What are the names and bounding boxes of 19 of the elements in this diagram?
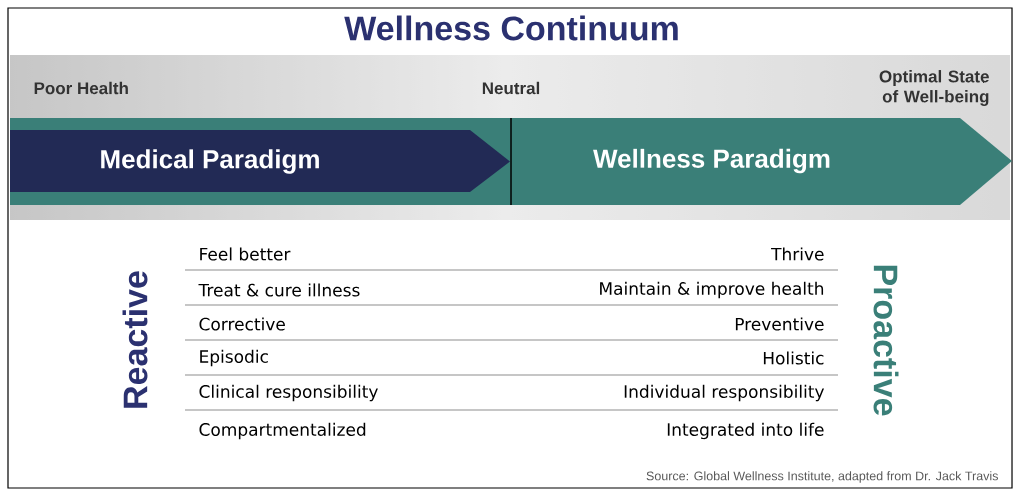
table-cell: Episodic bbox=[200, 349, 268, 367]
source-note: Source: Global Wellness Institute, adapted from Dr. Jack Travis bbox=[646, 471, 998, 483]
table-cell: Integrated into life bbox=[667, 422, 824, 440]
table-cell: Clinical responsibility bbox=[199, 384, 378, 402]
table-cell: Preventive bbox=[735, 317, 824, 331]
table-cell: Individual responsibility bbox=[624, 384, 824, 402]
scale-label: Neutral bbox=[482, 81, 540, 95]
side-label: Proactive bbox=[873, 265, 899, 416]
scale-label: Poor Health bbox=[34, 81, 128, 95]
table-cell: Holistic bbox=[763, 351, 824, 365]
table-cell: Corrective bbox=[199, 317, 285, 331]
table-cell: Treat & cure illness bbox=[198, 283, 360, 297]
diagram-title: Wellness Continuum bbox=[344, 15, 678, 41]
table-cell: Compartmentalized bbox=[199, 422, 366, 440]
side-label: Reactive bbox=[122, 271, 148, 408]
table-cell: Maintain & improve health bbox=[600, 281, 824, 299]
table-cell: Feel better bbox=[200, 247, 291, 261]
table-cell: Thrive bbox=[771, 247, 824, 261]
scale-label: Optimal State of Well-being bbox=[879, 70, 989, 106]
